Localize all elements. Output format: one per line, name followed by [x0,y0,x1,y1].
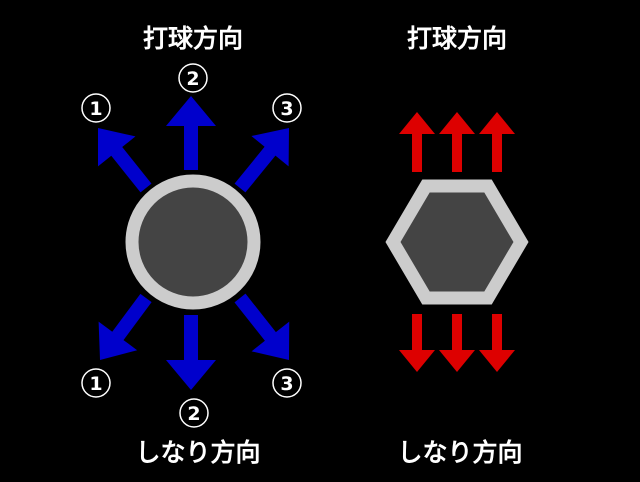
round-cross-section [125,174,261,310]
arrow-down-1 [98,293,152,360]
arrow-up-3 [234,128,289,193]
circled-number-1-top: 1 [81,93,111,123]
red-arrow-up-1 [399,112,435,172]
left-top-label: 打球方向 [143,24,243,53]
arrow-up-2 [166,96,216,170]
arrow-up-1 [98,128,152,193]
arrow-down-3 [234,293,290,360]
circled-number-3-bottom: 3 [272,368,302,398]
circled-number-1-bottom: 1 [81,368,111,398]
svg-text:1: 1 [89,373,102,395]
svg-text:3: 3 [280,98,293,120]
right-top-label: 打球方向 [407,24,507,53]
red-arrow-up-2 [439,112,475,172]
red-arrow-up-3 [479,112,515,172]
arrow-down-2 [166,315,216,390]
circled-number-2-top: 2 [178,63,208,93]
svg-text:2: 2 [186,68,199,90]
svg-text:2: 2 [187,403,200,425]
circled-number-3-top: 3 [272,93,302,123]
circled-number-2-bottom: 2 [179,398,209,428]
hexagonal-cross-section [385,179,529,305]
svg-text:3: 3 [280,373,293,395]
red-arrow-down-1 [399,314,435,372]
left-bottom-label: しなり方向 [135,438,260,467]
svg-text:1: 1 [89,98,102,120]
red-arrow-down-2 [439,314,475,372]
red-arrow-down-3 [479,314,515,372]
right-bottom-label: しなり方向 [397,438,522,467]
